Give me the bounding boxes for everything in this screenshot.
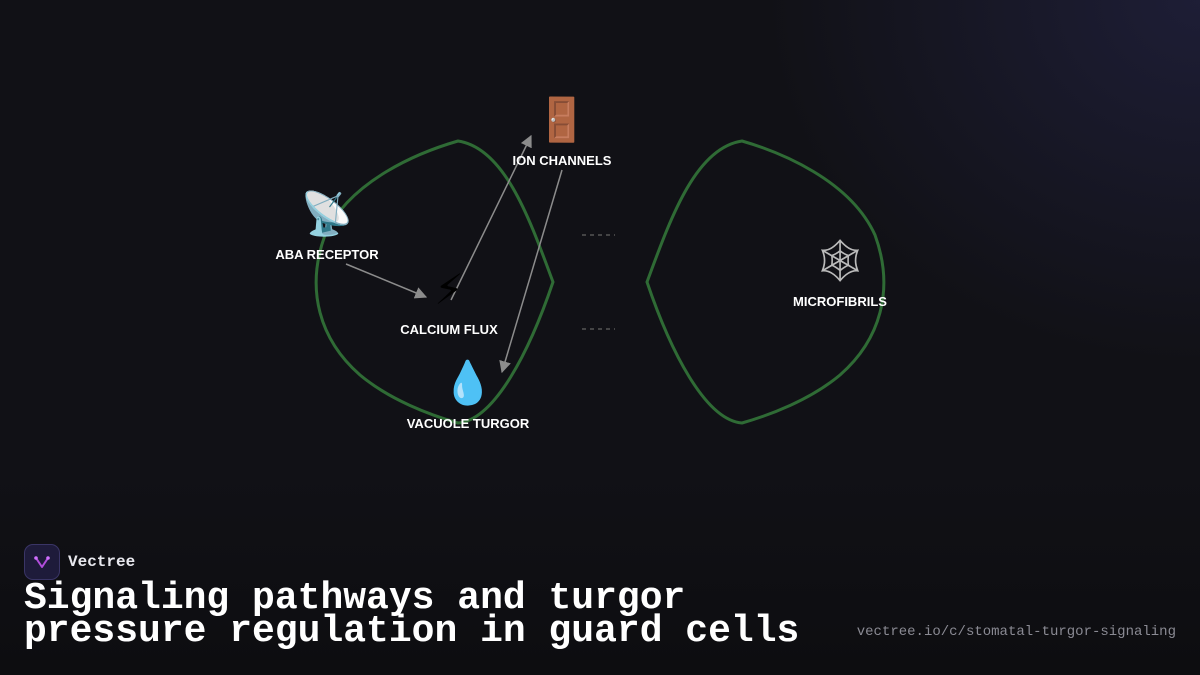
node-aba-receptor[interactable]: 📡 ABA RECEPTOR <box>275 187 379 262</box>
vectree-logo-icon <box>24 544 60 580</box>
node-label: ABA RECEPTOR <box>275 247 379 262</box>
edge-ion-to-vacuole <box>499 169 563 374</box>
node-label: VACUOLE TURGOR <box>407 416 530 431</box>
right-guard-cell-outline <box>645 139 886 425</box>
node-label: CALCIUM FLUX <box>400 322 498 337</box>
node-microfibrils[interactable]: 🕸 MICROFIBRILS <box>793 236 887 309</box>
node-calcium-flux[interactable]: ⚡ CALCIUM FLUX <box>400 265 498 337</box>
page-title: Signaling pathways and turgor pressure r… <box>24 577 800 653</box>
door-icon: 🚪 <box>536 95 588 144</box>
node-label: MICROFIBRILS <box>793 294 887 309</box>
edge-aba-to-calcium <box>345 263 428 299</box>
left-guard-cell-outline <box>314 139 555 425</box>
node-label: ION CHANNELS <box>513 153 612 168</box>
water-drop-icon: 💧 <box>442 358 494 407</box>
brand: Vectree <box>24 544 135 580</box>
brand-name: Vectree <box>68 553 136 571</box>
lightning-icon: ⚡ <box>434 265 464 314</box>
node-ion-channels[interactable]: 🚪 ION CHANNELS <box>513 95 612 168</box>
spider-web-icon: 🕸 <box>813 236 866 285</box>
node-vacuole-turgor[interactable]: 💧 VACUOLE TURGOR <box>407 358 530 431</box>
satellite-dish-icon: 📡 <box>301 187 353 238</box>
source-url[interactable]: vectree.io/c/stomatal-turgor-signaling <box>856 624 1176 640</box>
edge-calcium-to-ion <box>450 134 532 301</box>
